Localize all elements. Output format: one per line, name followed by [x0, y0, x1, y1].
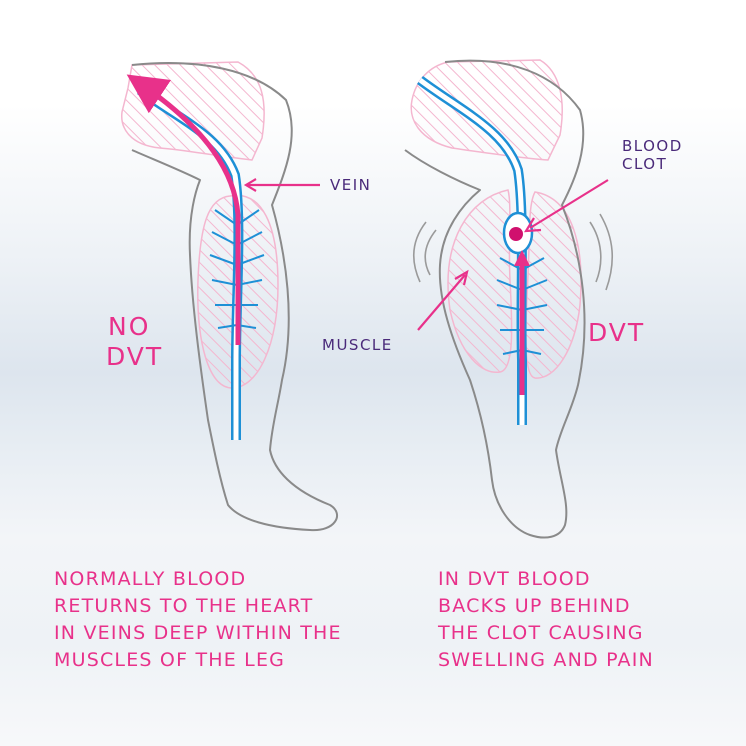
no-dvt-label-line1: NO — [108, 312, 151, 341]
right-caption: IN DVT BLOOD BACKS UP BEHIND THE CLOT CA… — [438, 566, 654, 674]
right-caption-line: SWELLING AND PAIN — [438, 649, 654, 671]
right-calf-muscle-right — [525, 191, 582, 379]
right-caption-line: BACKS UP BEHIND — [438, 595, 631, 617]
right-calf-muscle-left — [447, 189, 513, 373]
dvt-label: DVT — [588, 318, 646, 347]
left-leg-outline — [131, 62, 338, 532]
left-leg — [121, 61, 338, 532]
left-caption-line: MUSCLES OF THE LEG — [54, 649, 286, 671]
left-caption-line: RETURNS TO THE HEART — [54, 595, 314, 617]
muscle-pointer — [417, 274, 466, 331]
no-dvt-label-line2: DVT — [106, 342, 164, 371]
blood-clot — [509, 227, 523, 241]
left-caption-line: IN VEINS DEEP WITHIN THE — [54, 622, 342, 644]
right-caption-line: THE CLOT CAUSING — [438, 622, 644, 644]
vein-label: VEIN — [330, 176, 372, 194]
blood-clot-label-line1: BLOOD — [622, 137, 683, 155]
left-thigh-muscle — [121, 61, 265, 161]
left-caption: NORMALLY BLOOD RETURNS TO THE HEART IN V… — [54, 566, 342, 674]
right-branch-veins — [496, 257, 548, 355]
right-leg-outline — [404, 59, 586, 539]
left-flow-arrow — [126, 74, 241, 345]
right-caption-line: IN DVT BLOOD — [438, 568, 591, 590]
pointer-arrows — [243, 178, 609, 331]
no-dvt-label: NO DVT — [106, 312, 163, 372]
blood-clot-label: BLOOD CLOT — [622, 137, 683, 173]
muscle-label: MUSCLE — [322, 336, 393, 354]
swelling-marks — [412, 213, 614, 291]
clot-pointer — [529, 179, 609, 229]
left-caption-line: NORMALLY BLOOD — [54, 568, 247, 590]
right-leg — [404, 59, 614, 539]
right-thigh-muscle — [410, 59, 563, 161]
blood-clot-label-line2: CLOT — [622, 155, 668, 173]
